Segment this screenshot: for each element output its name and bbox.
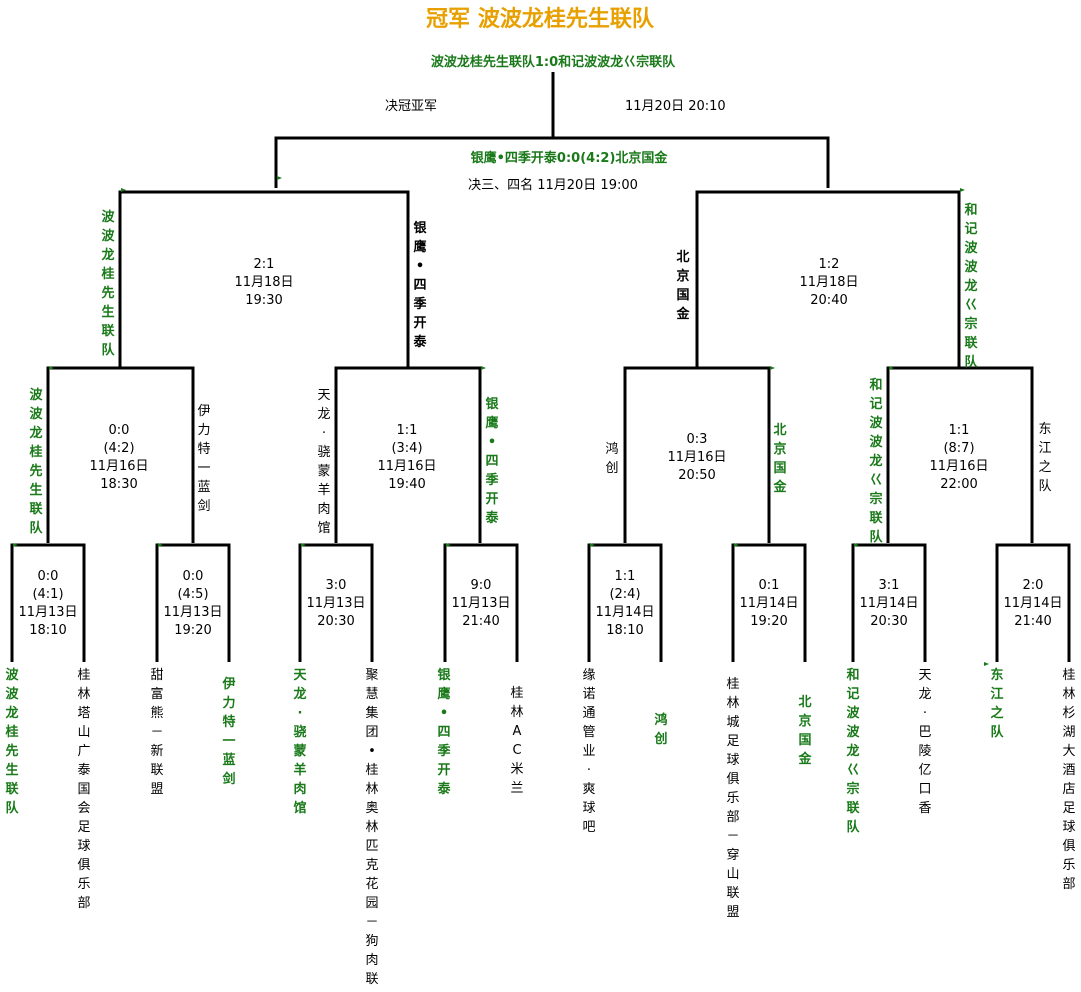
winner-marker [854, 543, 859, 547]
winner-marker [734, 543, 739, 547]
r16-bracket-7 [851, 543, 927, 662]
semi-team: 银鹰•四季开泰 [413, 221, 427, 350]
semi-team-winner: 波波龙桂先生联队 [101, 210, 115, 358]
r16-team: 甜富熊－新联盟 [150, 668, 164, 797]
champion-title: 冠军 波波龙桂先生联队 [426, 7, 654, 32]
winner-marker [301, 543, 306, 547]
winner-marker [770, 366, 775, 370]
qf-bracket-1 [46, 366, 195, 543]
r16-bracket-5 [587, 543, 663, 662]
winner-marker [481, 366, 486, 370]
winner-marker [960, 188, 965, 192]
winner-marker [49, 366, 54, 370]
winner-marker [889, 366, 894, 370]
qf-bracket-2 [334, 366, 482, 543]
qf-team-winner: 北京国金 [773, 423, 787, 495]
qf-team: 天龙·骁蒙羊肉馆 [317, 388, 331, 536]
semi-team-winner: 和记波波龙巜宗联队 [964, 203, 978, 370]
winner-marker [446, 543, 451, 547]
r16-team-winner: 北京国金 [798, 695, 812, 767]
qf-bracket-4 [886, 366, 1034, 543]
qf-bracket-3 [623, 366, 771, 543]
final-bracket [274, 136, 830, 188]
r16-team-winner: 银鹰•四季开泰 [437, 668, 451, 797]
semi-bracket-right [695, 190, 961, 367]
r16-team-winner: 东江之队 [990, 668, 1004, 740]
qf-team-winner: 和记波波龙巜宗联队 [869, 378, 883, 545]
semi-bracket-left [118, 190, 410, 367]
r16-team-winner: 和记波波龙巜宗联队 [846, 668, 860, 835]
winner-marker [590, 543, 595, 547]
r16-team-winner: 波波龙桂先生联队 [5, 668, 19, 816]
r16-team-winner: 天龙·骁蒙羊肉馆 [293, 668, 307, 816]
third-place-result: 银鹰•四季开泰0:0(4:2)北京国金 [470, 151, 668, 166]
r16-bracket-3 [298, 543, 374, 662]
qf-team: 鸿创 [605, 442, 619, 476]
r16-bracket-8 [995, 543, 1071, 662]
r16-bracket-2 [155, 543, 231, 662]
r16-bracket-4 [443, 543, 519, 662]
winner-marker [277, 176, 282, 180]
final-time: 11月20日 20:10 [625, 99, 726, 114]
r16-bracket-1 [10, 543, 86, 662]
r16-team: 桂林塔山广泰国会足球俱乐部 [77, 668, 91, 911]
final-result: 波波龙桂先生联队1:0和记波波龙巜宗联队 [430, 55, 676, 70]
qf-team-winner: 银鹰•四季开泰 [485, 397, 499, 526]
r16-team: 天龙·巴陵亿口香 [918, 668, 932, 816]
qf-team: 东江之队 [1038, 422, 1052, 494]
r16-team: 聚慧集团•桂林奥林匹克花园－狗肉联 [365, 668, 379, 987]
winner-marker [158, 543, 163, 547]
winner-marker [984, 662, 989, 666]
r16-team-winner: 鸿创 [654, 713, 668, 747]
qf-team-winner: 波波龙桂先生联队 [29, 388, 43, 536]
r16-team: 桂林AC米兰 [510, 686, 524, 796]
qf-team: 伊力特一蓝剑 [197, 404, 211, 514]
r16-team: 桂林杉湖大酒店足球俱乐部 [1062, 668, 1076, 892]
final-round-label: 决冠亚军 [385, 99, 438, 114]
r16-team: 桂林城足球俱乐部－穿山联盟 [726, 677, 740, 920]
semi-team: 北京国金 [676, 250, 690, 322]
third-place-info: 决三、四名 11月20日 19:00 [468, 178, 638, 193]
r16-team-winner: 伊力特一蓝剑 [222, 677, 236, 787]
winner-marker [13, 543, 18, 547]
r16-bracket-6 [731, 543, 807, 662]
r16-team: 缘诺通管业·爽球吧 [582, 668, 596, 835]
winner-marker [121, 188, 126, 192]
